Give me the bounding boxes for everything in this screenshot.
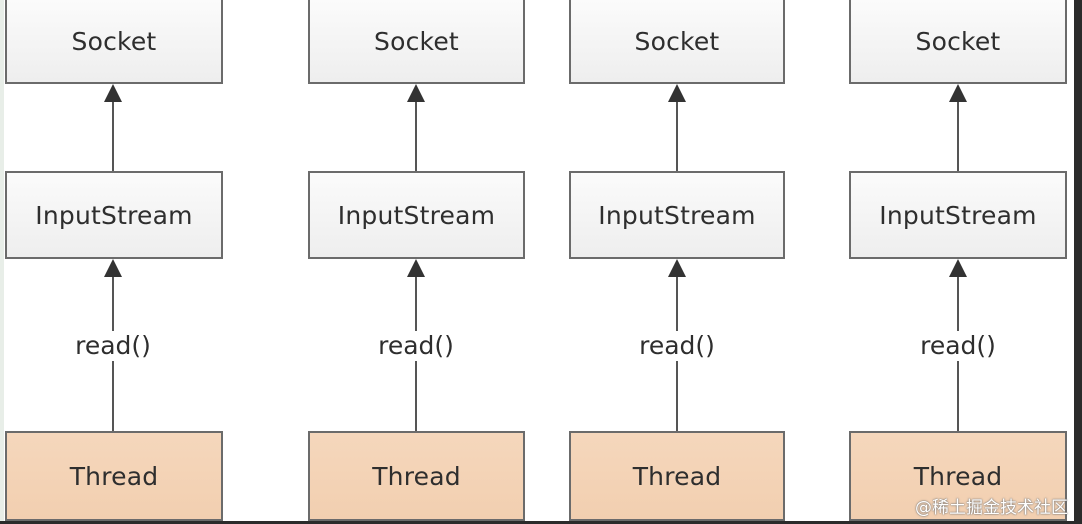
arrowhead-socket-4 [949,84,967,102]
inputstream-box-2: InputStream [308,171,525,259]
thread-box-3: Thread [569,431,785,521]
socket-box-1: Socket [5,0,223,84]
inputstream-label-4: InputStream [879,200,1037,230]
watermark-text: @稀土掘金技术社区 [915,498,1068,518]
socket-label-3: Socket [634,26,720,56]
connector-stream-socket-2 [415,102,417,171]
inputstream-box-1: InputStream [5,171,223,259]
socket-label-2: Socket [374,26,459,56]
connector-stream-socket-3 [676,102,678,171]
right-window-border [1074,0,1082,524]
socket-box-3: Socket [569,0,785,84]
arrowhead-stream-4 [949,259,967,277]
thread-label-1: Thread [69,461,159,491]
arrowhead-socket-2 [407,84,425,102]
inputstream-label-3: InputStream [598,200,756,230]
bottom-window-border [0,521,1082,524]
connector-stream-socket-1 [112,102,114,171]
arrowhead-stream-3 [668,259,686,277]
left-edge-strip [0,0,4,524]
inputstream-box-4: InputStream [849,171,1067,259]
arrowhead-socket-1 [104,84,122,102]
thread-label-3: Thread [632,461,722,491]
arrowhead-socket-3 [668,84,686,102]
inputstream-box-3: InputStream [569,171,785,259]
thread-box-4: Thread [849,431,1067,521]
thread-label-4: Thread [913,461,1003,491]
read-call-label-3: read() [637,331,717,361]
read-call-label-2: read() [376,331,456,361]
thread-box-1: Thread [5,431,223,521]
socket-label-1: Socket [71,26,157,56]
inputstream-label-2: InputStream [337,200,496,230]
inputstream-label-1: InputStream [35,200,193,230]
connector-stream-socket-4 [957,102,959,171]
arrowhead-stream-1 [104,259,122,277]
thread-box-2: Thread [308,431,525,521]
socket-box-4: Socket [849,0,1067,84]
arrowhead-stream-2 [407,259,425,277]
read-call-label-1: read() [73,331,153,361]
thread-label-2: Thread [372,461,461,491]
socket-box-2: Socket [308,0,525,84]
socket-label-4: Socket [915,26,1001,56]
read-call-label-4: read() [918,331,998,361]
